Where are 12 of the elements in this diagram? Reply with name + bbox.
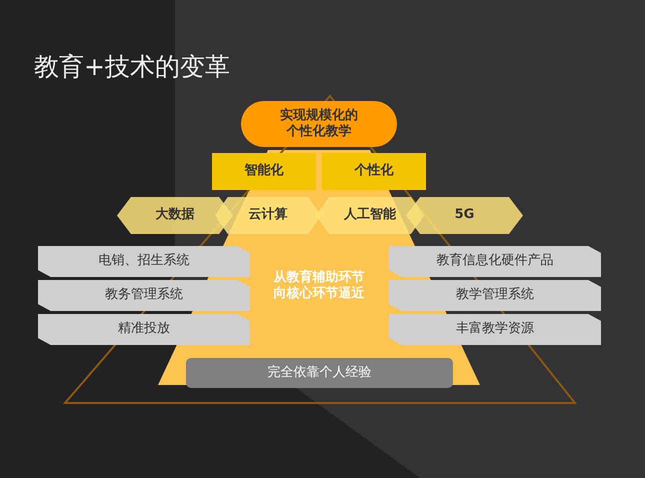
- system-tab: 丰富教学资源: [389, 314, 601, 345]
- system-tab: 精准投放: [38, 314, 250, 345]
- system-tab: 教育信息化硬件产品: [389, 246, 601, 277]
- system-tab: 电销、招生系统: [38, 246, 250, 277]
- center-caption: 从教育辅助环节向核心环节逼近: [268, 268, 370, 304]
- title: 教育+技术的变革: [34, 51, 230, 83]
- foundation-bar: 完全依靠个人经验: [186, 358, 453, 388]
- goal-pill: 实现规模化的个性化教学: [241, 101, 397, 147]
- feature-box: 个性化: [322, 153, 426, 190]
- system-tab: 教学管理系统: [389, 280, 601, 311]
- feature-box: 智能化: [212, 153, 316, 190]
- system-tab: 教务管理系统: [38, 280, 250, 311]
